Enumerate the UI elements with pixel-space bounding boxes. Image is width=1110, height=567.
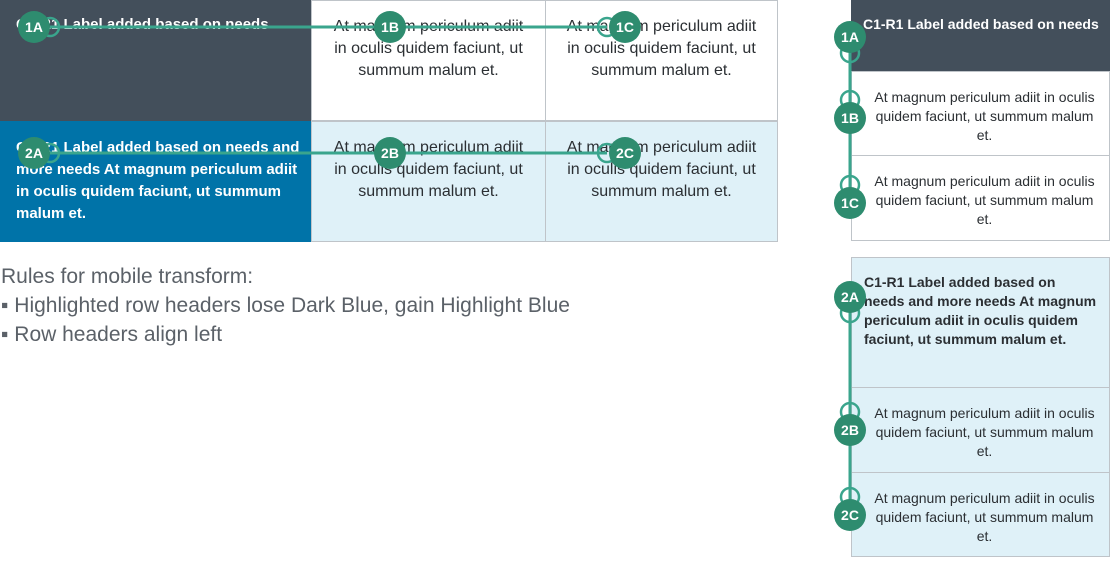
mobile-group1-cell-c-text: At magnum periculum adiit in oculis quid…	[874, 173, 1095, 227]
mobile-group2-cell-b-text: At magnum periculum adiit in oculis quid…	[874, 405, 1095, 459]
mobile-group1-cell-b-text: At magnum periculum adiit in oculis quid…	[874, 89, 1095, 143]
rules-item-1: ▪ Highlighted row headers lose Dark Blue…	[1, 294, 570, 317]
desktop-row1-cell-b-text: At magnum periculum adiit in oculis quid…	[333, 18, 524, 79]
desktop-row1-header-label: C1-R1 Label added based on needs	[16, 16, 269, 33]
mobile-group2-header: C1-R1 Label added based on needs and mor…	[851, 257, 1110, 388]
mobile-group1-header-label: C1-R1 Label added based on needs	[863, 16, 1099, 32]
mobile-group1-cell-c: At magnum periculum adiit in oculis quid…	[851, 155, 1110, 241]
desktop-row2-header: C1-R1 Label added based on needs and mor…	[0, 121, 312, 242]
desktop-row2-cell-c-text: At magnum periculum adiit in oculis quid…	[566, 139, 757, 200]
rules-title: Rules for mobile transform:	[1, 265, 254, 288]
rules-item-2: ▪ Row headers align left	[1, 323, 223, 346]
desktop-row1-cell-c-text: At magnum periculum adiit in oculis quid…	[566, 18, 757, 79]
desktop-row1-header: C1-R1 Label added based on needs	[0, 0, 312, 121]
mobile-group1-cell-b: At magnum periculum adiit in oculis quid…	[851, 71, 1110, 156]
desktop-row1-cell-c: At magnum periculum adiit in oculis quid…	[545, 0, 778, 121]
desktop-row2-cell-b-text: At magnum periculum adiit in oculis quid…	[333, 139, 524, 200]
desktop-row2-cell-b: At magnum periculum adiit in oculis quid…	[311, 121, 546, 242]
desktop-row2-cell-c: At magnum periculum adiit in oculis quid…	[545, 121, 778, 242]
desktop-row1-cell-b: At magnum periculum adiit in oculis quid…	[311, 0, 546, 121]
mobile-group2-cell-c-text: At magnum periculum adiit in oculis quid…	[874, 490, 1095, 544]
mobile-group1-header: C1-R1 Label added based on needs	[851, 0, 1110, 71]
mobile-group2-header-label: C1-R1 Label added based on needs and mor…	[864, 274, 1097, 347]
mobile-transform-rules: Rules for mobile transform: ▪ Highlighte…	[1, 262, 570, 349]
mobile-group2-cell-b: At magnum periculum adiit in oculis quid…	[851, 387, 1110, 473]
desktop-row2-header-label: C1-R1 Label added based on needs and mor…	[16, 139, 300, 222]
mobile-group2-cell-c: At magnum periculum adiit in oculis quid…	[851, 472, 1110, 557]
